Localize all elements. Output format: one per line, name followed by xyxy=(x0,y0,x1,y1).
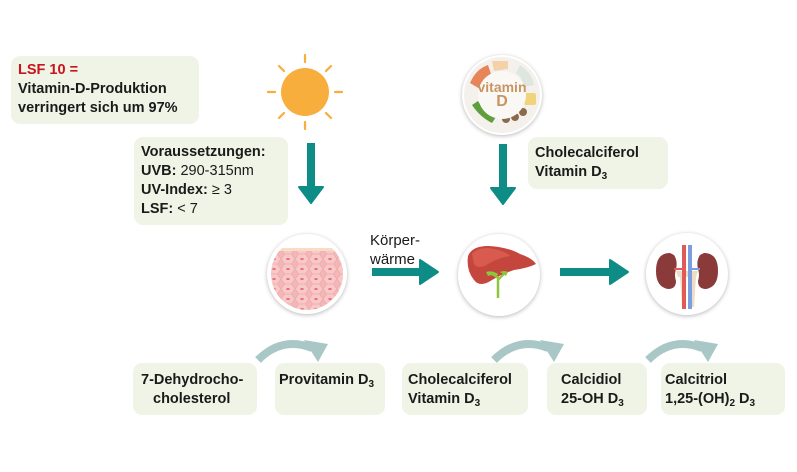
stage-calcidiol: Calcidiol 25-OH D3 xyxy=(547,363,647,415)
stage-5-line-2: 1,25-(OH)2 D3 xyxy=(665,390,778,409)
stage-calcitriol: Calcitriol 1,25-(OH)2 D3 xyxy=(661,363,785,415)
lsf-value: < 7 xyxy=(177,201,198,217)
lsf-label: LSF: xyxy=(141,201,174,217)
arrow-sun-to-skin xyxy=(298,143,324,204)
uv-index-label: UV-Index: xyxy=(141,182,208,198)
lsf-line-3: verringert sich um 97% xyxy=(18,100,178,116)
sun-icon xyxy=(266,53,344,131)
stage-1-line-1: 7-Dehydrocho- xyxy=(141,372,244,388)
liver-icon xyxy=(458,234,540,316)
subscript: 2 xyxy=(729,398,736,409)
requirements-note: Voraussetzungen: UVB: 290-315nm UV-Index… xyxy=(134,137,288,225)
lsf-note: LSF 10 = Vitamin-D-Produktion verringert… xyxy=(11,56,199,124)
stage-5-line-1: Calcitriol xyxy=(665,372,728,388)
calcitriol-formula-a: 1,25-(OH) xyxy=(665,391,730,407)
stage-4-line-2: 25-OH D3 xyxy=(561,390,640,409)
stage-3-line-1: Cholecalciferol xyxy=(408,372,512,388)
vitamin-d-food-icon: vitamin D xyxy=(462,55,542,135)
lsf-line-2: Vitamin-D-Produktion xyxy=(18,81,167,97)
calcitriol-formula-b: D xyxy=(735,391,750,407)
body-heat-label: Körper- wärme xyxy=(370,231,420,269)
dietary-line-2: Vitamin D3 xyxy=(535,163,661,182)
arrow-food-to-liver xyxy=(490,144,516,205)
subscript: 3 xyxy=(618,398,624,409)
dietary-note: Cholecalciferol Vitamin D3 xyxy=(528,137,668,189)
curved-arrow-1 xyxy=(255,340,328,363)
subscript: 3 xyxy=(749,398,756,409)
calcidiol-formula: 25-OH D xyxy=(561,391,619,407)
body-heat-line-2: wärme xyxy=(370,251,416,268)
arrow-liver-to-kidney xyxy=(560,259,629,285)
uv-index-value: ≥ 3 xyxy=(211,182,232,198)
curved-arrow-3 xyxy=(645,340,718,363)
subscript: 3 xyxy=(368,379,374,390)
subscript: 3 xyxy=(474,398,481,409)
uvb-value: 290-315nm xyxy=(180,163,254,179)
subscript: 3 xyxy=(601,171,608,182)
requirement-uvb: UVB: 290-315nm xyxy=(141,162,281,181)
provitamin-text: Provitamin D xyxy=(279,372,369,388)
stage-cholecalciferol: Cholecalciferol Vitamin D3 xyxy=(402,363,528,415)
stage-provitamin-d3: Provitamin D3 xyxy=(275,363,385,415)
kidney-icon xyxy=(646,233,728,315)
curved-arrow-2 xyxy=(491,340,564,363)
stage-2-line-1: Provitamin D3 xyxy=(279,371,378,390)
requirement-uv-index: UV-Index: ≥ 3 xyxy=(141,181,281,200)
dietary-line-1: Cholecalciferol xyxy=(535,145,639,161)
body-heat-line-1: Körper- xyxy=(370,232,421,249)
vitamin-d-text: Vitamin D xyxy=(408,391,475,407)
arrow-skin-to-liver xyxy=(372,259,439,285)
stage-3-line-2: Vitamin D3 xyxy=(408,390,521,409)
requirements-title: Voraussetzungen: xyxy=(141,144,266,160)
stage-4-line-1: Calcidiol xyxy=(561,372,622,388)
food-label-vitamin: vitamin xyxy=(477,79,527,95)
food-label-d: D xyxy=(496,93,508,110)
lsf-highlight: LSF 10 = xyxy=(18,62,79,78)
uvb-label: UVB: xyxy=(141,163,177,179)
dietary-vitamin-d: Vitamin D xyxy=(535,164,602,180)
stage-1-line-2: cholesterol xyxy=(153,391,231,407)
requirement-lsf: LSF: < 7 xyxy=(141,200,281,219)
stage-7-dehydrocholesterol: 7-Dehydrocho- cholesterol xyxy=(133,363,257,415)
skin-icon xyxy=(267,234,347,314)
